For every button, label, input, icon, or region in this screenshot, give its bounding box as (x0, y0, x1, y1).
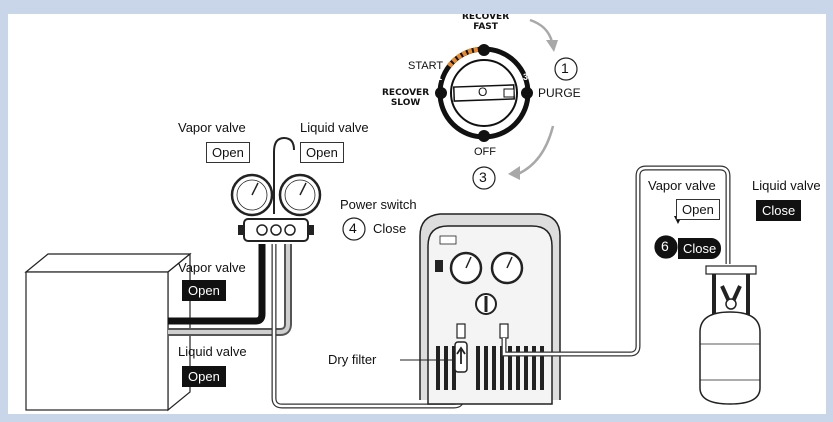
diagram-canvas: RECOVER FAST START RECOVER SLOW PURGE OF… (8, 14, 826, 414)
power-switch-label: Power switch (340, 197, 417, 212)
dial-pos-1: 1 (437, 72, 443, 82)
dial-center-mark: O (478, 85, 488, 99)
condenser-unit (24, 252, 192, 412)
tank-liquid-label: Liquid valve (752, 178, 821, 193)
label-start: START (408, 60, 444, 72)
manifold-liquid-state: Open (300, 142, 344, 163)
tank-vapor-state-close: Close (678, 238, 722, 259)
rotation-arrows (508, 18, 558, 180)
dial-pos-3: 3 (523, 72, 529, 82)
unit-liquid-state: Open (182, 366, 226, 387)
label-off: OFF (474, 146, 496, 158)
manifold-vapor-label: Vapor valve (178, 120, 246, 135)
recovery-machine (419, 213, 561, 405)
recover-slow-line1: RECOVER (382, 88, 430, 98)
tank-vapor-state-open: Open (676, 199, 720, 220)
unit-vapor-label: Vapor valve (178, 260, 246, 275)
step-4-number: 4 (349, 220, 357, 236)
label-recover-slow: RECOVER SLOW (382, 88, 429, 108)
recover-fast-line1: RECOVER (462, 14, 510, 22)
manifold-liquid-label: Liquid valve (300, 120, 369, 135)
recover-slow-line2: SLOW (390, 98, 421, 108)
manifold-vapor-state: Open (206, 142, 250, 163)
step-6-number: 6 (661, 238, 669, 254)
label-recover-fast: RECOVER FAST (462, 14, 509, 32)
dial-pos-2: 2 (480, 29, 486, 39)
dial-pos-0: 0 (480, 115, 486, 125)
unit-liquid-label: Liquid valve (178, 344, 247, 359)
manifold-gauge-set (230, 136, 322, 242)
refrigerant-tank (674, 216, 761, 405)
recover-fast-line2: FAST (473, 22, 498, 32)
tank-hose (501, 165, 731, 357)
step-circles (342, 57, 678, 259)
label-purge: PURGE (538, 86, 581, 100)
step-1-number: 1 (561, 60, 569, 76)
tank-liquid-state: Close (756, 200, 802, 221)
step-3-number: 3 (479, 169, 487, 185)
power-switch-state: Close (368, 219, 412, 238)
diagram-drawing (24, 18, 761, 412)
mode-selector-dial (435, 44, 533, 142)
unit-vapor-state: Open (182, 280, 226, 301)
dry-filter-label: Dry filter (328, 352, 377, 367)
tank-vapor-label: Vapor valve (648, 178, 716, 193)
